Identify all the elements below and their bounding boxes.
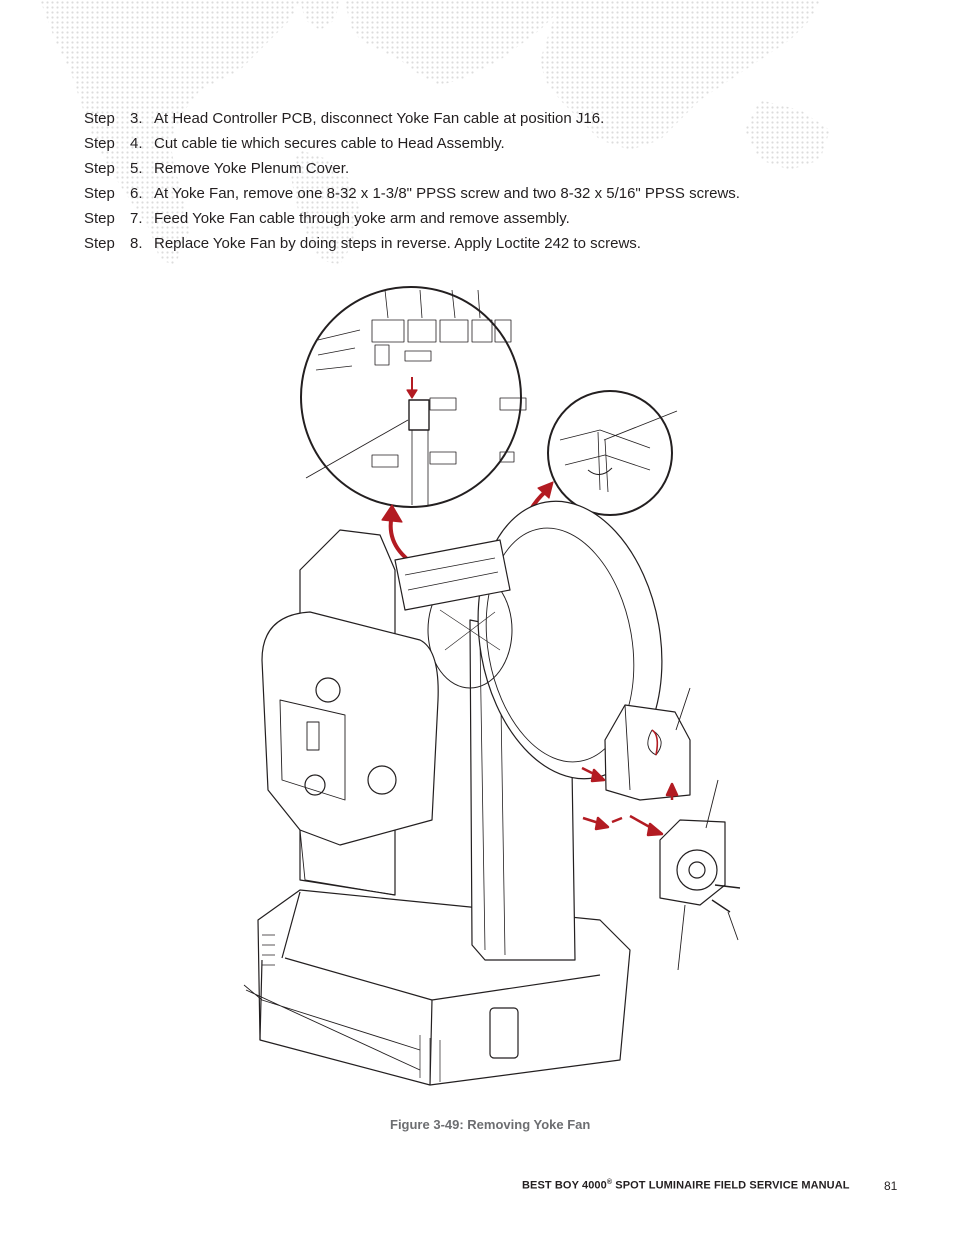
step-text: At Head Controller PCB, disconnect Yoke … — [154, 109, 605, 127]
step-number: 3. — [130, 109, 143, 127]
step-text: Replace Yoke Fan by doing steps in rever… — [154, 234, 641, 252]
step-word: Step — [84, 184, 115, 202]
footer-manual-title: BEST BOY 4000® SPOT LUMINAIRE FIELD SERV… — [522, 1179, 850, 1192]
step-item: Step 4. Cut cable tie which secures cabl… — [84, 131, 740, 156]
step-item: Step 5. Remove Yoke Plenum Cover. — [84, 156, 740, 181]
cable-tie-detail-callout — [547, 390, 678, 516]
registered-mark: ® — [606, 1179, 613, 1186]
step-text: Remove Yoke Plenum Cover. — [154, 159, 350, 177]
page-number: 81 — [884, 1179, 898, 1193]
procedure-steps: Step 3. At Head Controller PCB, disconne… — [84, 106, 740, 256]
yoke-plenum-cover — [604, 687, 691, 801]
step-text: Feed Yoke Fan cable through yoke arm and… — [154, 209, 570, 227]
step-word: Step — [84, 234, 115, 252]
luminaire-body — [243, 500, 663, 1086]
step-number: 6. — [130, 184, 143, 202]
step-number: 5. — [130, 159, 143, 177]
step-text: At Yoke Fan, remove one 8-32 x 1-3/8" PP… — [154, 184, 740, 202]
step-word: Step — [84, 209, 115, 227]
pcb-detail-callout — [300, 286, 527, 508]
yoke-fan — [659, 779, 741, 971]
step-text: Cut cable tie which secures cable to Hea… — [154, 134, 505, 152]
step-number: 4. — [130, 134, 143, 152]
footer-title-suffix: SPOT LUMINAIRE FIELD SERVICE MANUAL — [612, 1179, 850, 1192]
step-item: Step 8. Replace Yoke Fan by doing steps … — [84, 231, 740, 256]
step-word: Step — [84, 109, 115, 127]
yoke-fan-removal-illustration — [243, 286, 741, 1086]
world-map-dot-background — [40, 0, 830, 265]
removal-arrows — [581, 766, 679, 837]
step-word: Step — [84, 159, 115, 177]
step-number: 7. — [130, 209, 143, 227]
step-item: Step 6. At Yoke Fan, remove one 8-32 x 1… — [84, 181, 740, 206]
footer-title-prefix: BEST BOY 4000 — [522, 1179, 607, 1192]
step-item: Step 7. Feed Yoke Fan cable through yoke… — [84, 206, 740, 231]
step-item: Step 3. At Head Controller PCB, disconne… — [84, 106, 740, 131]
step-number: 8. — [130, 234, 143, 252]
step-word: Step — [84, 134, 115, 152]
figure-caption: Figure 3-49: Removing Yoke Fan — [390, 1117, 591, 1132]
